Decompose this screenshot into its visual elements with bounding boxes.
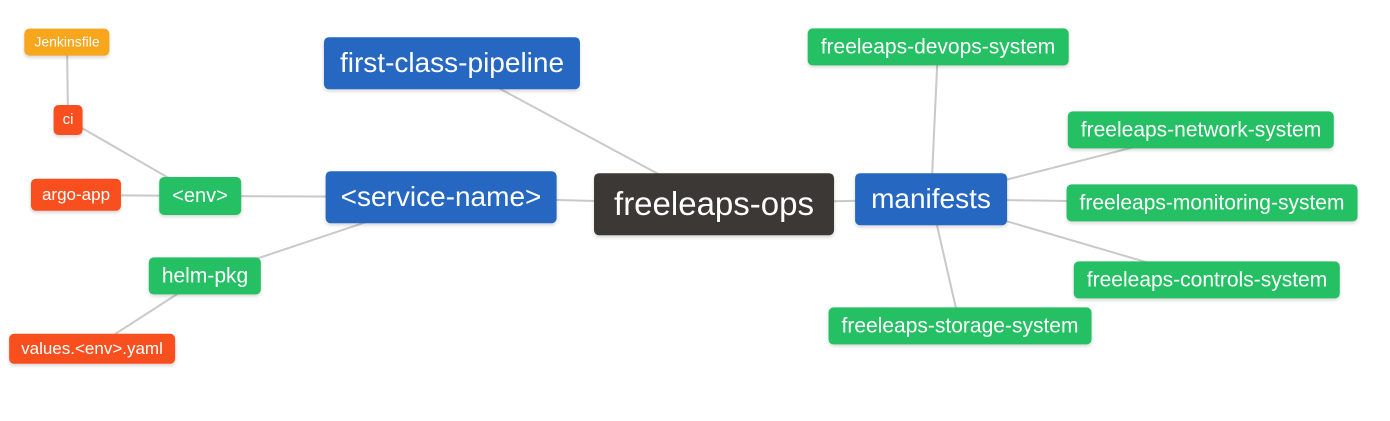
node-first-class-pipeline[interactable]: first-class-pipeline [323, 37, 581, 89]
node-freeleaps-devops-system[interactable]: freeleaps-devops-system [807, 28, 1069, 66]
node-freeleaps-monitoring-system[interactable]: freeleaps-monitoring-system [1066, 184, 1358, 222]
node-freeleaps-controls-system[interactable]: freeleaps-controls-system [1073, 261, 1341, 299]
node-helm-pkg[interactable]: helm-pkg [148, 257, 262, 295]
node-jenkinsfile[interactable]: Jenkinsfile [24, 28, 110, 56]
node-service-name[interactable]: <service-name> [325, 171, 557, 223]
node-manifests[interactable]: manifests [855, 173, 1007, 225]
node-freeleaps-storage-system[interactable]: freeleaps-storage-system [828, 307, 1092, 345]
node-ci[interactable]: ci [53, 105, 83, 135]
node-argo-app[interactable]: argo-app [30, 178, 122, 212]
node-values-env-yaml[interactable]: values.<env>.yaml [9, 333, 175, 365]
node-freeleaps-network-system[interactable]: freeleaps-network-system [1067, 111, 1335, 149]
node-freeleaps-ops[interactable]: freeleaps-ops [594, 173, 834, 235]
node-env[interactable]: <env> [159, 177, 241, 215]
